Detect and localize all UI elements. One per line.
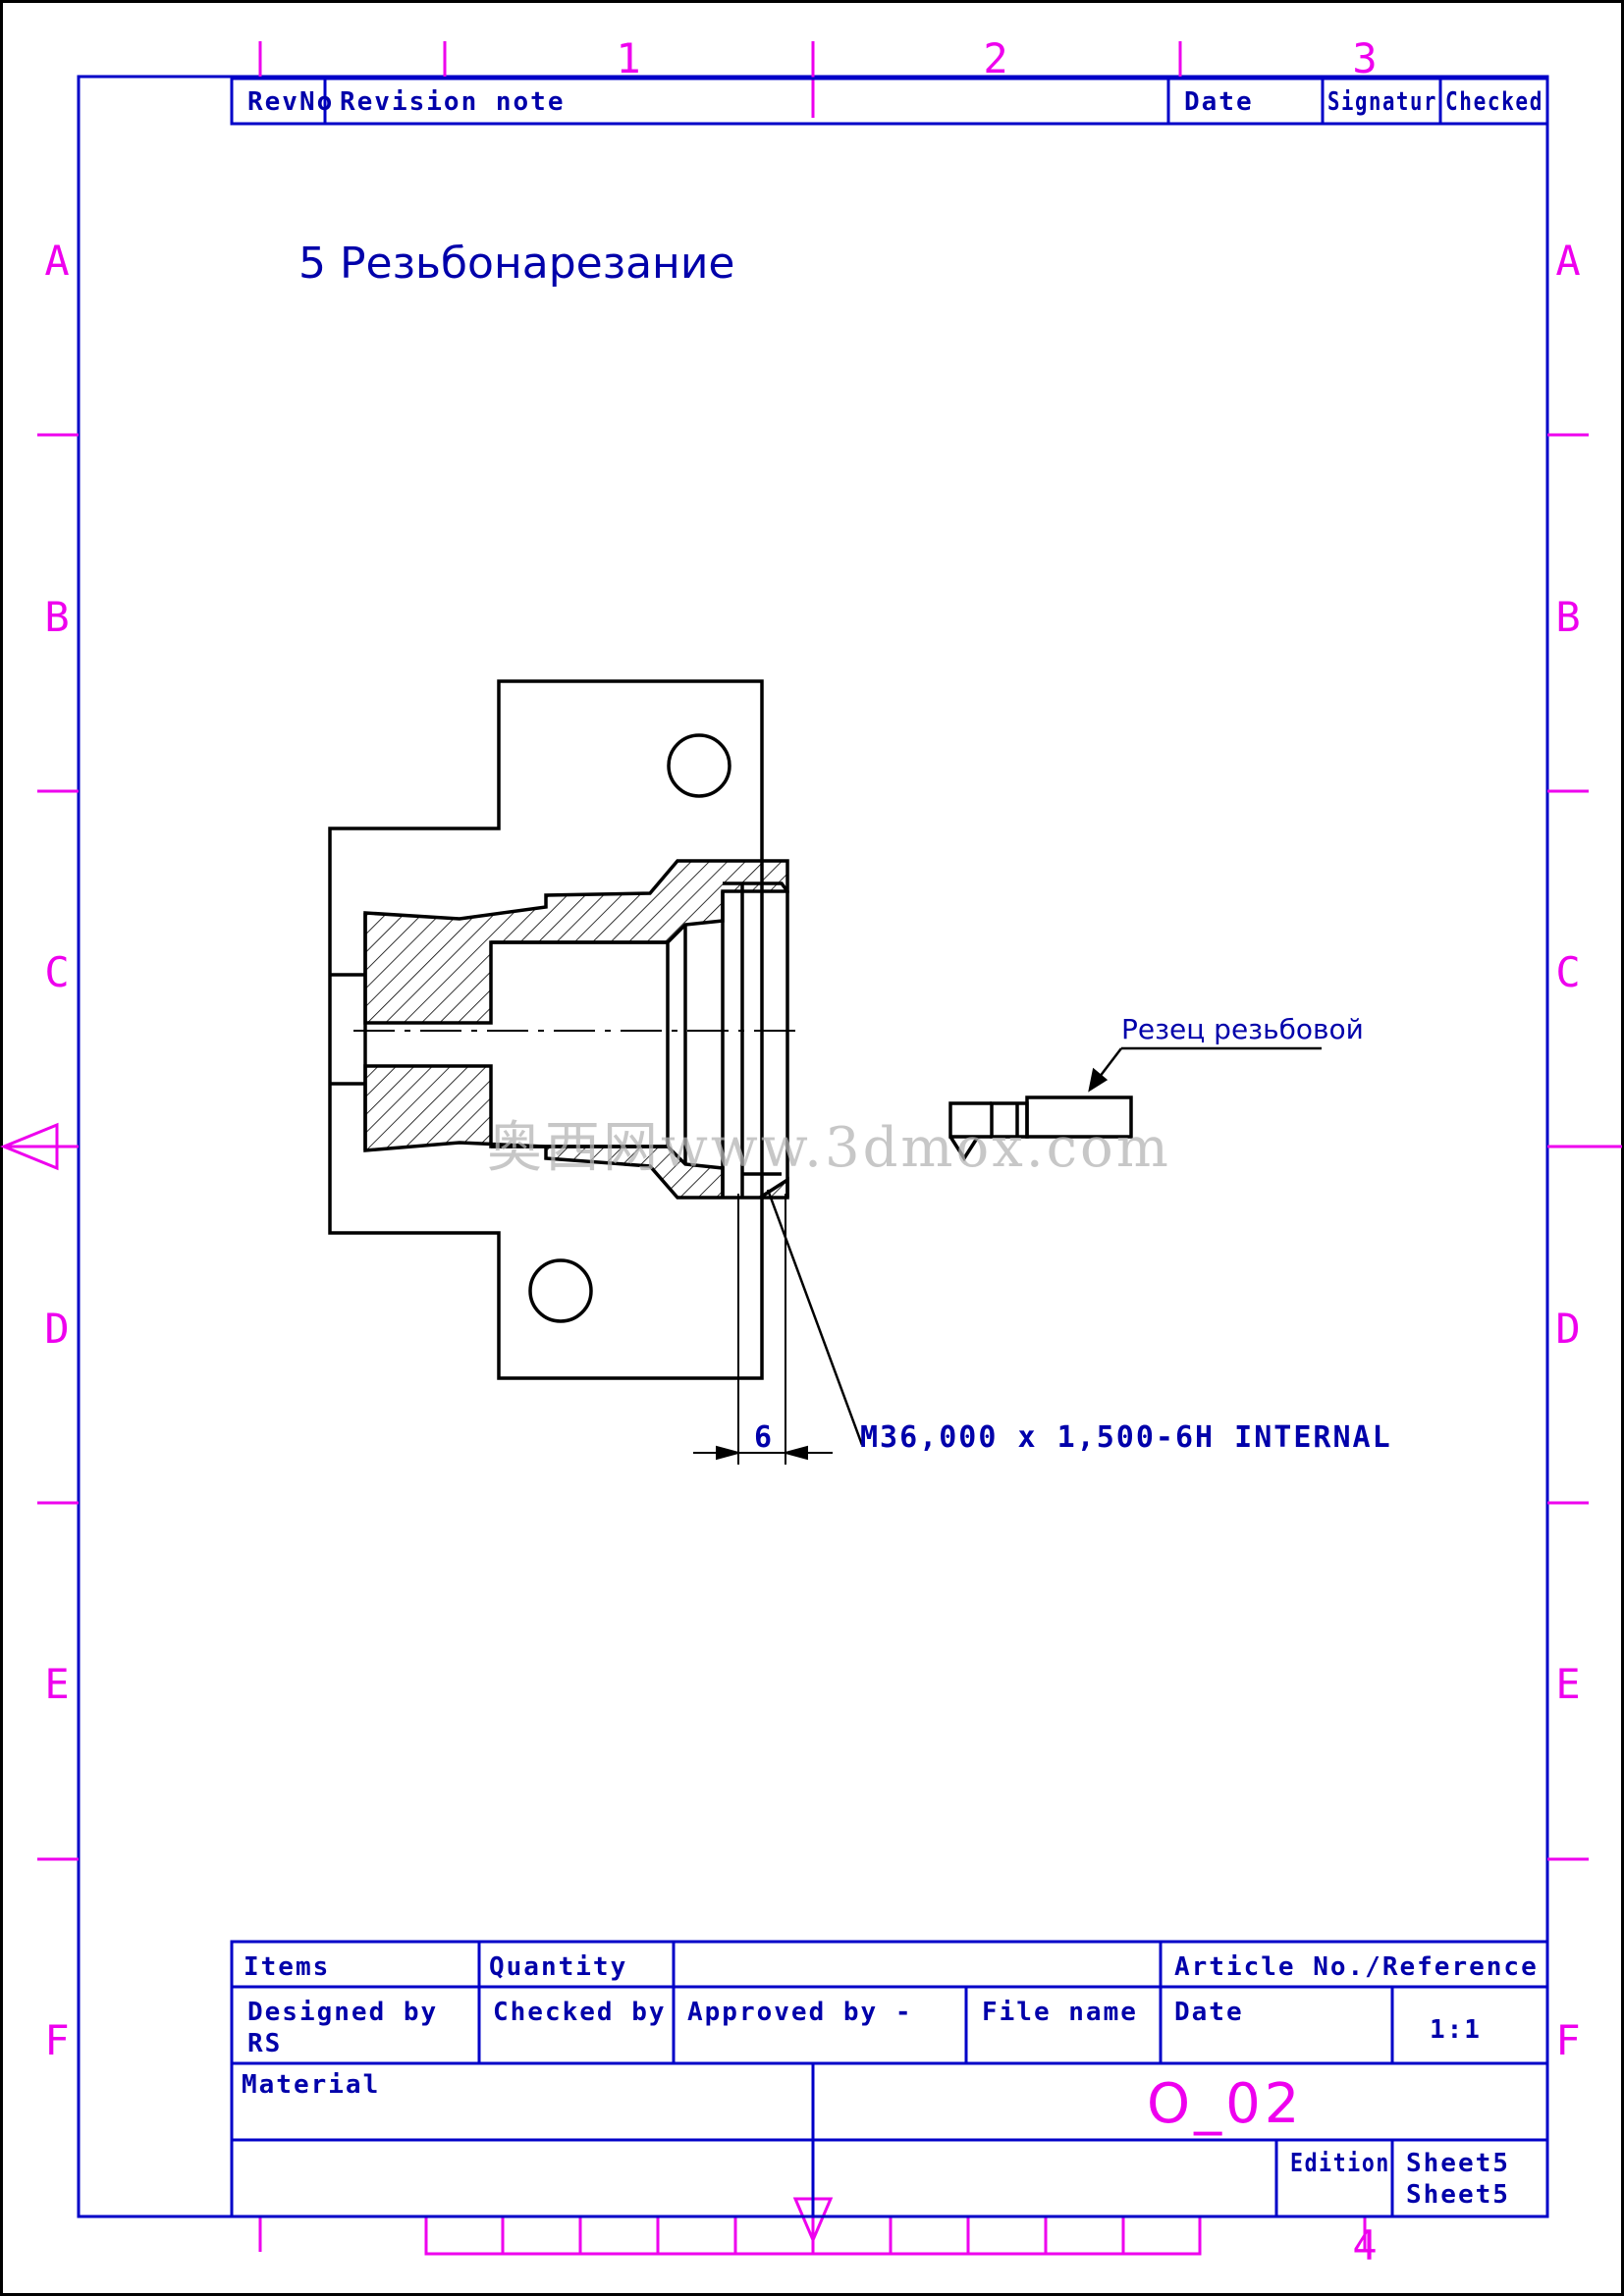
checked-label: Checked (1445, 87, 1543, 117)
edition-label: Edition (1290, 2149, 1390, 2178)
mounting-hole-bottom (528, 1258, 593, 1323)
zone-row-right-f: F (1555, 2016, 1580, 2064)
workpiece-section (363, 859, 789, 1200)
quantity-label: Quantity (489, 1952, 627, 1982)
designer-value: RS (247, 2029, 282, 2058)
mounting-hole-top (667, 733, 731, 798)
fixture-plate (328, 679, 764, 1380)
watermark: 奥西网www.3dmox.com (487, 1116, 1171, 1180)
tool-label: Резец резьбовой (1121, 1013, 1364, 1045)
zone-row-left-d: D (44, 1305, 69, 1353)
sheet-label-2: Sheet5 (1406, 2180, 1510, 2210)
dimension-value: 6 (754, 1420, 774, 1455)
material-label: Material (242, 2070, 380, 2100)
zone-col-bottom-4: 4 (1352, 2221, 1377, 2269)
items-label: Items (244, 1952, 330, 1982)
operation-heading: 5 Резьбонарезание (298, 239, 735, 289)
zone-row-left-b: B (44, 593, 69, 641)
zone-col-top-3: 3 (1352, 34, 1377, 82)
designed-by-label: Designed by (247, 1998, 438, 2027)
file-name-label: File name (982, 1998, 1138, 2027)
revision-note-label: Revision note (340, 87, 566, 117)
zone-row-left-c: C (44, 948, 69, 996)
zone-row-right-b: B (1555, 593, 1580, 641)
article-label: Article No./Reference (1174, 1952, 1539, 1982)
threading-tool (948, 1095, 1133, 1162)
checked-by-label: Checked by (493, 1998, 667, 2027)
thread-callout: M36,000 x 1,500-6H INTERNAL (860, 1420, 1392, 1455)
tool-leader (1088, 1046, 1322, 1093)
date-label: Date (1174, 1998, 1244, 2027)
zone-col-top-2: 2 (983, 34, 1007, 82)
zone-row-left-a: A (44, 237, 69, 285)
zone-col-top-1: 1 (616, 34, 640, 82)
sheet-label-1: Sheet5 (1406, 2149, 1510, 2178)
thread-callout-leader (766, 1189, 864, 1446)
revision-date-label: Date (1184, 87, 1254, 117)
scale-value: 1:1 (1430, 2015, 1482, 2045)
zone-row-right-a: A (1555, 237, 1580, 285)
signature-label: Signatur (1327, 87, 1437, 117)
rev-no-label: RevNo (247, 87, 334, 117)
approved-by-label: Approved by - (687, 1998, 913, 2027)
drawing-number: O_02 (1147, 2072, 1303, 2136)
zone-row-left-f: F (44, 2016, 69, 2064)
title-block (230, 1940, 1549, 2218)
zone-row-right-e: E (1555, 1660, 1580, 1708)
revision-block (230, 77, 1549, 126)
zone-row-left-e: E (44, 1660, 69, 1708)
zone-row-right-d: D (1555, 1305, 1580, 1353)
zone-row-right-c: C (1555, 948, 1580, 996)
